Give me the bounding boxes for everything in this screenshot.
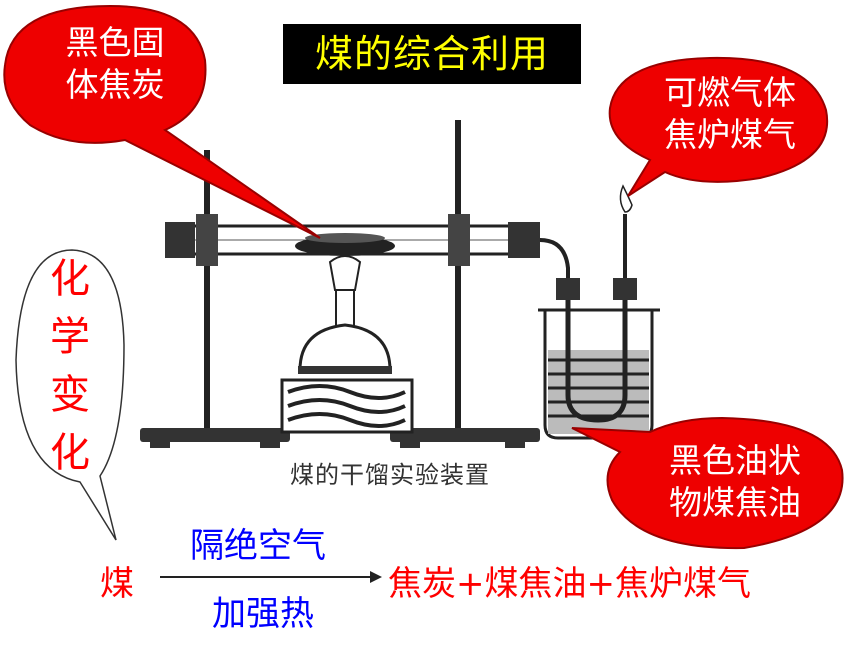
callout-balloon-solid bbox=[3, 4, 321, 239]
left-iron-stand bbox=[140, 150, 290, 448]
alcohol-lamp bbox=[280, 255, 414, 434]
callout-gas-line2: 焦炉煤气 bbox=[664, 115, 796, 154]
delivery-tube bbox=[539, 238, 570, 300]
callout-gas-text: 可燃气体 焦炉煤气 bbox=[640, 72, 820, 156]
hard-glass-tube bbox=[165, 214, 540, 266]
change-char-3: 变 bbox=[50, 372, 90, 418]
callout-oil-line2: 物煤焦油 bbox=[669, 483, 801, 522]
change-char-4: 化 bbox=[50, 430, 90, 476]
reaction-arrow bbox=[160, 571, 382, 583]
callout-balloon-gas bbox=[608, 56, 829, 197]
change-char-2: 学 bbox=[50, 314, 90, 360]
middle-iron-stand bbox=[390, 120, 540, 448]
beaker bbox=[538, 184, 660, 440]
change-char-1: 化 bbox=[50, 256, 90, 302]
callout-oil-text: 黑色油状 物煤焦油 bbox=[640, 440, 830, 524]
callout-gas-line1: 可燃气体 bbox=[664, 73, 796, 112]
callout-balloon-oil bbox=[571, 416, 844, 550]
callout-solid-text: 黑色固 体焦炭 bbox=[40, 22, 190, 106]
change-speech-bubble bbox=[15, 249, 125, 541]
equation-reactant: 煤 bbox=[100, 564, 134, 604]
equation-products: 焦炭+煤焦油+焦炉煤气 bbox=[388, 564, 751, 604]
callout-oil-line1: 黑色油状 bbox=[669, 441, 801, 480]
callout-solid-line2: 体焦炭 bbox=[65, 65, 165, 104]
callout-solid-line1: 黑色固 bbox=[65, 23, 165, 62]
equation-condition-top: 隔绝空气 bbox=[190, 526, 326, 566]
page-title: 煤的综合利用 bbox=[283, 24, 581, 84]
equation-condition-bottom: 加强热 bbox=[212, 594, 314, 634]
apparatus-caption: 煤的干馏实验装置 bbox=[290, 461, 490, 489]
